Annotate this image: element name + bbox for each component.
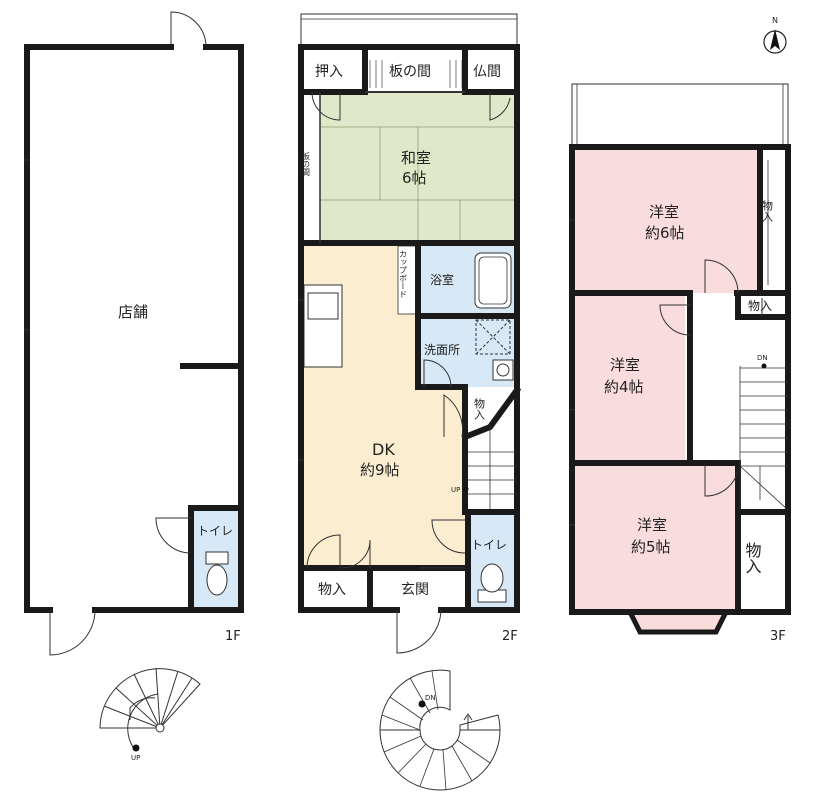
compass-icon (763, 29, 787, 54)
floor3-stair-dn-label: DN (757, 354, 768, 362)
floor2-itanoma-side-label: 板の間 (302, 151, 311, 177)
floor2-dk-name: DK (372, 440, 395, 459)
floor2-bath-label: 浴室 (430, 272, 454, 287)
floor1-floor-label: 1F (225, 629, 241, 644)
floor3-room1-storage-label: 物入 (761, 199, 774, 222)
floor3-room2-name: 洋室 (610, 356, 640, 374)
floor2-stair-up-label: UP (451, 486, 460, 494)
floor1-toilet-label: トイレ (197, 524, 233, 538)
floor2-outdoor-stair-dn-label: DN (425, 694, 436, 702)
floor2-itanoma-top-label: 板の間 (389, 64, 431, 80)
floor3-room1-size: 約6帖 (645, 224, 685, 242)
floor2-storage-label: 物入 (318, 582, 346, 598)
floor1-plan (24, 11, 244, 752)
floor2-genkan-label: 玄関 (401, 581, 429, 598)
floor2-cupboard-label: カップボード (399, 250, 408, 298)
floor2-washroom-label: 洗面所 (424, 343, 460, 357)
floor2-spiral-stair-icon (379, 669, 501, 791)
floor3-floor-label: 3F (770, 629, 786, 644)
floor3-room2-size: 約4帖 (604, 378, 644, 396)
floor3-room3 (575, 466, 736, 609)
floor1-top-door-icon (170, 11, 207, 48)
floor2-washitsu-size: 6帖 (402, 169, 427, 187)
floor1-entrance-door-icon (49, 609, 96, 656)
floor3-storage-mid-label: 物入 (748, 299, 772, 313)
floor2-oshiire-label: 押入 (315, 64, 343, 80)
floor3-room1 (575, 150, 760, 293)
floor1-spiral-stair-icon (99, 667, 201, 752)
floor2-butsuma-label: 仏間 (473, 64, 501, 80)
floor1-stair-up-label: UP (131, 754, 140, 762)
floor2-plan (298, 13, 522, 791)
floor3-room3-name: 洋室 (637, 516, 667, 534)
floor2-floor-label: 2F (502, 629, 518, 644)
floor1-shop-label: 店舗 (118, 303, 148, 321)
floor2-storage-small-label: 物入 (473, 397, 486, 420)
floor3-room3-size: 約5帖 (631, 538, 671, 556)
floor2-entrance-door-icon (396, 609, 442, 654)
floor1-toilet-icon (205, 551, 229, 596)
floor3-plan (569, 83, 791, 635)
compass-north-label: N (772, 16, 778, 25)
floor2-dk-size: 約9帖 (360, 461, 400, 479)
floor3-room1-name: 洋室 (649, 203, 679, 221)
floor3-storage-large-label: 物入 (743, 542, 762, 574)
floor2-washitsu-name: 和室 (401, 149, 431, 167)
floor2-toilet-label: トイレ (471, 538, 507, 552)
